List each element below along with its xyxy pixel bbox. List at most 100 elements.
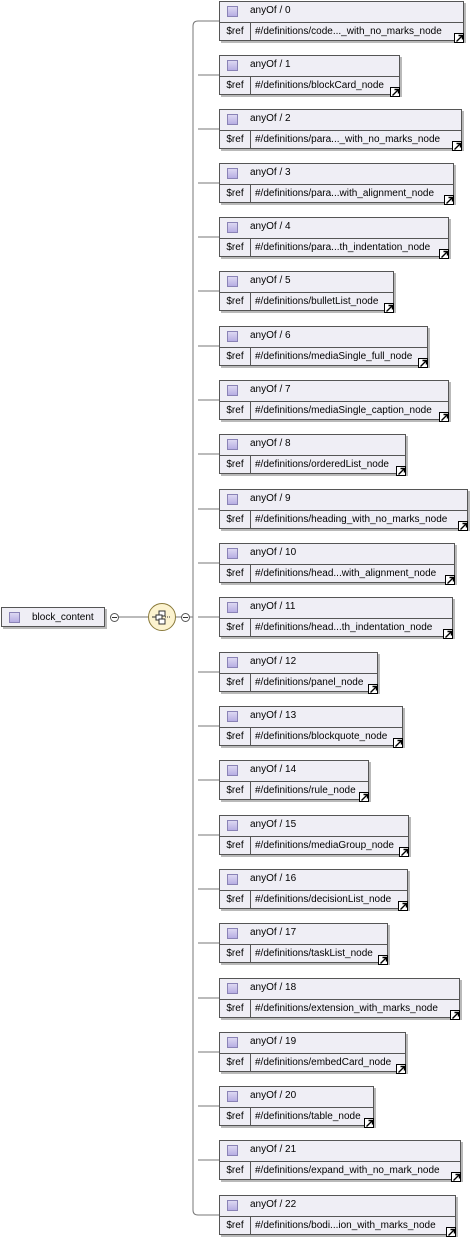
ref-label: $ref (220, 455, 251, 474)
node-title: anyOf / 7 (250, 384, 291, 395)
anyof-node[interactable]: anyOf / 14$ref#/definitions/rule_node (219, 760, 369, 802)
anyof-node[interactable]: anyOf / 17$ref#/definitions/taskList_nod… (219, 923, 388, 965)
anyof-node[interactable]: anyOf / 0$ref#/definitions/code..._with_… (219, 1, 464, 43)
anyof-node[interactable]: anyOf / 19$ref#/definitions/embedCard_no… (219, 1032, 406, 1074)
ref-label: $ref (220, 890, 251, 909)
goto-definition-icon[interactable] (399, 847, 409, 857)
anyof-node[interactable]: anyOf / 9$ref#/definitions/heading_with_… (219, 489, 468, 531)
node-header: anyOf / 8 (220, 435, 405, 456)
anyof-node[interactable]: anyOf / 1$ref#/definitions/blockCard_nod… (219, 55, 400, 97)
anyof-node[interactable]: anyOf / 12$ref#/definitions/panel_node (219, 652, 378, 694)
goto-definition-icon[interactable] (384, 303, 394, 313)
element-icon (9, 612, 20, 623)
element-icon (227, 711, 238, 722)
node-header: anyOf / 5 (220, 272, 393, 293)
ref-path: #/definitions/orderedList_node (255, 459, 389, 470)
anyof-node[interactable]: anyOf / 7$ref#/definitions/mediaSingle_c… (219, 380, 449, 422)
anyof-node[interactable]: anyOf / 16$ref #/definitions/decisionList… (219, 869, 408, 911)
goto-definition-icon[interactable] (443, 629, 453, 639)
goto-definition-icon[interactable] (450, 1010, 460, 1020)
anyof-node[interactable]: anyOf / 6$ref#/definitions/mediaSingle_f… (219, 326, 428, 368)
ref-path: #/definitions/mediaSingle_caption_node (255, 405, 432, 416)
anyof-node[interactable]: anyOf / 8 $ref #/definitions/orderedList_n… (219, 434, 406, 476)
goto-definition-icon[interactable] (451, 1172, 461, 1182)
element-icon (227, 1200, 238, 1211)
anyof-node[interactable]: anyOf / 2$ref#/definitions/para..._with_… (219, 109, 462, 151)
node-title: anyOf / 21 (250, 1144, 297, 1155)
goto-definition-icon[interactable] (444, 195, 454, 205)
anyof-node[interactable]: anyOf / 3 $ref #/definitions/para...with_a… (219, 163, 454, 205)
goto-definition-icon[interactable] (396, 466, 406, 476)
node-header: anyOf / 1 (220, 56, 399, 77)
collapse-root-icon[interactable] (110, 613, 119, 622)
ref-path: #/definitions/decisionList_node (255, 894, 392, 905)
node-title: anyOf / 11 (250, 601, 296, 612)
ref-path: #/definitions/bulletList_node (255, 296, 379, 307)
ref-path: #/definitions/taskList_node (255, 948, 373, 959)
goto-definition-icon[interactable] (398, 901, 408, 911)
node-header: anyOf / 10 (220, 544, 454, 565)
ref-label: $ref (220, 727, 251, 746)
anyof-node[interactable]: anyOf / 15$ref#/definitions/mediaGroup_n… (219, 815, 409, 857)
node-title: anyOf / 1 (250, 59, 291, 70)
goto-definition-icon[interactable] (359, 792, 369, 802)
ref-label: $ref (220, 781, 251, 800)
ref-path: #/definitions/extension_with_marks_node (255, 1003, 438, 1014)
choice-compositor-icon[interactable] (148, 603, 176, 631)
node-header: anyOf / 19 (220, 1033, 405, 1054)
goto-definition-icon[interactable] (439, 249, 449, 259)
anyof-node[interactable]: anyOf / 22$ref#/definitions/bodi...ion_w… (219, 1195, 456, 1237)
element-icon (227, 1037, 238, 1048)
node-title: anyOf / 3 (250, 167, 291, 178)
element-icon (227, 820, 238, 831)
anyof-node[interactable]: anyOf / 18$ref#/definitions/extension_wi… (219, 978, 460, 1020)
element-icon (227, 276, 238, 287)
goto-definition-icon[interactable] (454, 33, 464, 43)
root-element-block-content[interactable]: block_content (1, 607, 105, 627)
element-icon (227, 439, 238, 450)
anyof-node[interactable]: anyOf / 5$ref#/definitions/bulletList_no… (219, 271, 394, 313)
ref-path: #/definitions/para...with_alignment_node (255, 188, 435, 199)
goto-definition-icon[interactable] (364, 1118, 374, 1128)
ref-label: $ref (220, 618, 251, 637)
ref-label: $ref (220, 184, 251, 203)
node-title: anyOf / 8 (250, 438, 291, 449)
goto-definition-icon[interactable] (418, 358, 428, 368)
anyof-node[interactable]: anyOf / 4$ref#/definitions/para...th_ind… (219, 217, 449, 259)
goto-definition-icon[interactable] (378, 955, 388, 965)
anyof-node[interactable]: anyOf / 10$ref#/definitions/head...with_… (219, 543, 455, 585)
goto-definition-icon[interactable] (458, 521, 468, 531)
node-header: anyOf / 7 (220, 381, 448, 402)
goto-definition-icon[interactable] (439, 412, 449, 422)
goto-definition-icon[interactable] (368, 684, 378, 694)
anyof-node[interactable]: anyOf / 13$ref#/definitions/blockquote_n… (219, 706, 403, 748)
goto-definition-icon[interactable] (452, 141, 462, 151)
node-header: anyOf / 20 (220, 1087, 373, 1108)
goto-definition-icon[interactable] (393, 738, 403, 748)
anyof-node[interactable]: anyOf / 20$ref#/definitions/table_node (219, 1086, 374, 1128)
node-title: anyOf / 19 (250, 1036, 297, 1047)
element-icon (227, 494, 238, 505)
goto-definition-icon[interactable] (446, 1227, 456, 1237)
goto-definition-icon[interactable] (396, 1064, 406, 1074)
goto-definition-icon[interactable] (390, 87, 400, 97)
ref-label: $ref (220, 999, 251, 1018)
goto-definition-icon[interactable] (445, 575, 455, 585)
ref-label: $ref (220, 76, 251, 95)
node-title: anyOf / 12 (250, 656, 297, 667)
element-icon (227, 602, 238, 613)
anyof-node[interactable]: anyOf / 21$ref#/definitions/expand_with_… (219, 1140, 461, 1182)
element-icon (227, 1091, 238, 1102)
ref-label: $ref (220, 673, 251, 692)
node-title: anyOf / 22 (250, 1199, 297, 1210)
anyof-node[interactable]: anyOf / 11$ref#/definitions/head...th_in… (219, 597, 453, 639)
ref-label: $ref (220, 564, 251, 583)
node-header: anyOf / 16 (220, 870, 407, 891)
node-title: anyOf / 17 (250, 927, 297, 938)
element-icon (227, 60, 238, 71)
node-header: anyOf / 11 (220, 598, 452, 619)
node-header: anyOf / 14 (220, 761, 368, 782)
ref-label: $ref (220, 1216, 251, 1235)
collapse-choice-icon[interactable] (181, 613, 190, 622)
